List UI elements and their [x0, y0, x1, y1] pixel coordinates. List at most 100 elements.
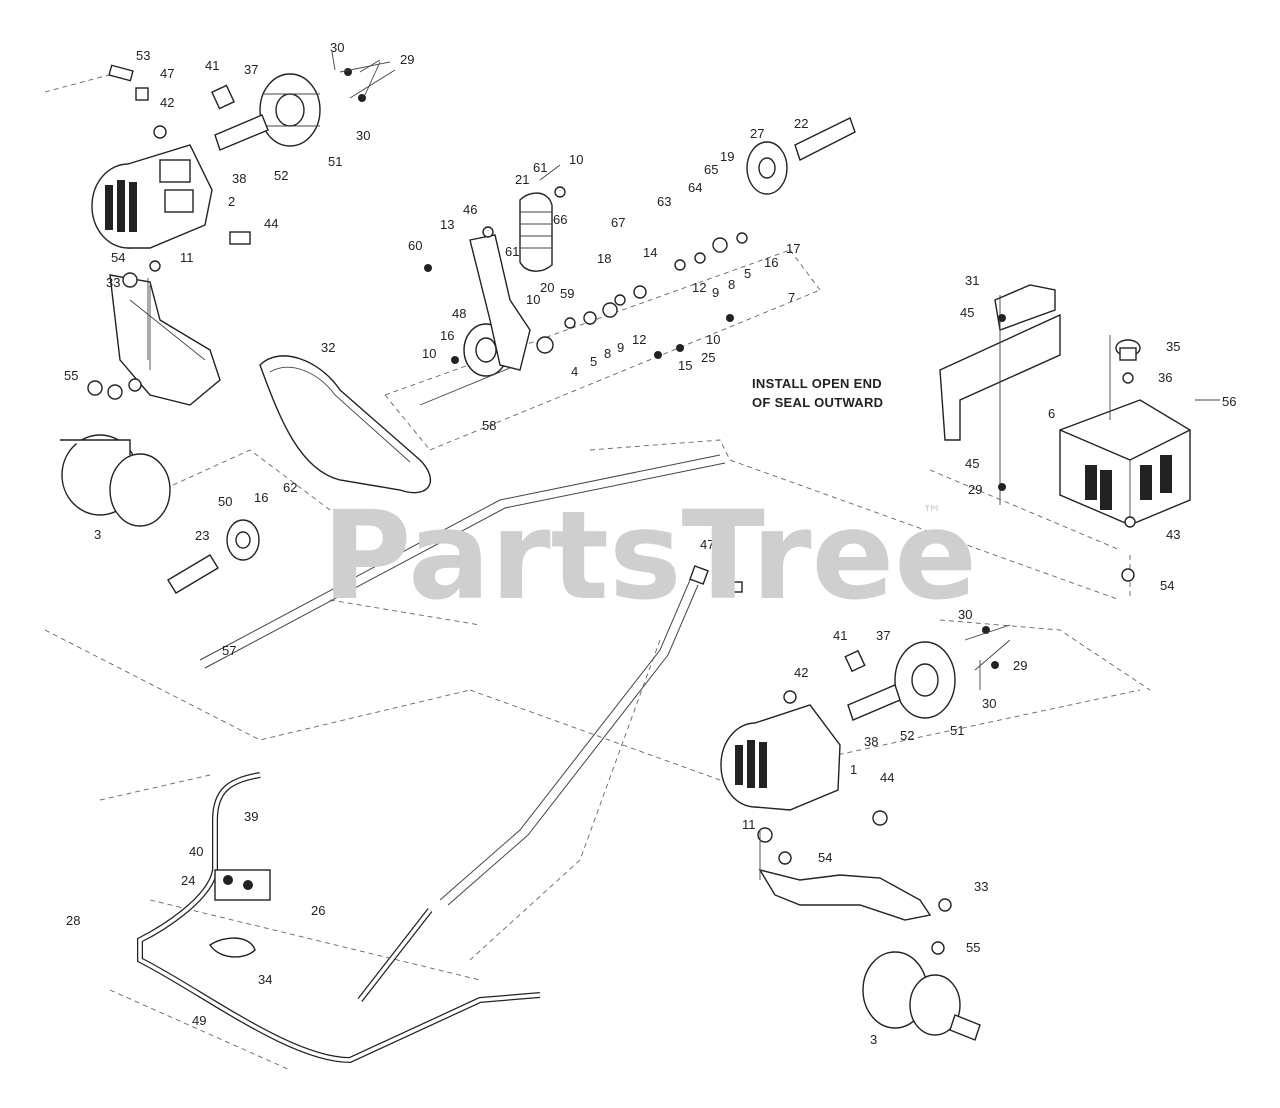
callout-79: 42	[794, 665, 808, 680]
callout-14: 54	[111, 250, 125, 265]
callout-17: 3	[94, 527, 101, 542]
callout-96: 34	[258, 972, 272, 987]
callout-80: 30	[982, 696, 996, 711]
callout-46: 16	[440, 328, 454, 343]
callout-12: 44	[264, 216, 278, 231]
callout-71: 23	[195, 528, 209, 543]
reservoir-assembly	[939, 284, 1220, 582]
callout-30: 67	[611, 215, 625, 230]
callout-69: 16	[254, 490, 268, 505]
callout-15: 33	[106, 275, 120, 290]
callout-52: 12	[632, 332, 646, 347]
callout-89: 55	[966, 940, 980, 955]
callout-38: 12	[692, 280, 706, 295]
callout-83: 51	[950, 723, 964, 738]
callout-labels: 53 47 41 37 30 29 42 30 51 52 38 2 44 11…	[64, 40, 1236, 1047]
assembly-guide-lines	[44, 71, 1151, 1071]
callout-1: 47	[160, 66, 174, 81]
callout-43: 59	[560, 286, 574, 301]
callout-76: 37	[876, 628, 890, 643]
watermark-trademark: ™	[922, 501, 942, 525]
callout-9: 52	[274, 168, 288, 183]
callout-6: 42	[160, 95, 174, 110]
callout-61: 36	[1158, 370, 1172, 385]
callout-26: 63	[657, 194, 671, 209]
callout-20: 10	[569, 152, 583, 167]
callout-59: 45	[960, 305, 974, 320]
callout-57: 32	[321, 340, 335, 355]
watermark-text: PartsTree	[322, 485, 977, 627]
callout-67: 54	[1160, 578, 1174, 593]
callout-18: 21	[515, 172, 529, 187]
callout-50: 8	[604, 346, 611, 361]
callout-82: 38	[864, 734, 878, 749]
callout-40: 8	[728, 277, 735, 292]
callout-66: 43	[1166, 527, 1180, 542]
callout-72: 47	[700, 537, 714, 552]
callout-90: 3	[870, 1032, 877, 1047]
callout-97: 49	[192, 1013, 206, 1028]
belt-and-pulleys	[167, 323, 509, 594]
callout-27: 46	[463, 202, 477, 217]
callout-73: 53	[767, 559, 781, 574]
callout-13: 11	[180, 250, 194, 265]
callout-36: 16	[764, 255, 778, 270]
callout-62: 56	[1222, 394, 1236, 409]
note-line-2: OF SEAL OUTWARD	[752, 395, 883, 410]
callout-77: 30	[958, 607, 972, 622]
callout-78: 29	[1013, 658, 1027, 673]
callout-32: 60	[408, 238, 422, 253]
callout-56: 58	[482, 418, 496, 433]
callout-3: 37	[244, 62, 258, 77]
callout-22: 22	[794, 116, 808, 131]
callout-19: 61	[533, 160, 547, 175]
callout-55: 25	[701, 350, 715, 365]
upper-left-bracket-and-motor	[60, 260, 221, 527]
callout-94: 26	[311, 903, 325, 918]
callout-68: 50	[218, 494, 232, 509]
upper-left-pump-assembly	[91, 61, 396, 249]
callout-8: 51	[328, 154, 342, 169]
callout-58: 31	[965, 273, 979, 288]
callout-21: 27	[750, 126, 764, 141]
callout-28: 13	[440, 217, 454, 232]
callout-2: 41	[205, 58, 219, 73]
callout-51: 9	[617, 340, 624, 355]
callout-7: 30	[356, 128, 370, 143]
callout-64: 45	[965, 456, 979, 471]
callout-63: 6	[1048, 406, 1055, 421]
lower-right-pump-assembly	[720, 624, 1011, 1041]
callout-84: 1	[850, 762, 857, 777]
callout-48: 4	[571, 364, 578, 379]
callout-60: 35	[1166, 339, 1180, 354]
callout-54: 15	[678, 358, 692, 373]
callout-93: 24	[181, 873, 195, 888]
tensioner-assembly	[419, 117, 856, 406]
callout-47: 10	[422, 346, 436, 361]
callout-91: 39	[244, 809, 258, 824]
callout-35: 17	[786, 241, 800, 256]
callout-88: 33	[974, 879, 988, 894]
callout-25: 64	[688, 180, 702, 195]
callout-39: 9	[712, 285, 719, 300]
note-line-1: INSTALL OPEN END	[752, 376, 882, 391]
callout-41: 5	[744, 266, 751, 281]
callout-0: 53	[136, 48, 150, 63]
fittings	[209, 565, 743, 958]
callout-87: 54	[818, 850, 832, 865]
callout-11: 2	[228, 194, 235, 209]
callout-70: 62	[283, 480, 297, 495]
callout-34: 18	[597, 251, 611, 266]
callout-74: 57	[222, 643, 236, 658]
callout-65: 29	[968, 482, 982, 497]
callout-29: 66	[553, 212, 567, 227]
callout-23: 19	[720, 149, 734, 164]
callout-75: 41	[833, 628, 847, 643]
callout-5: 29	[400, 52, 414, 67]
callout-24: 65	[704, 162, 718, 177]
callout-42: 20	[540, 280, 554, 295]
callout-31: 14	[643, 245, 657, 260]
callout-86: 11	[742, 817, 756, 832]
seal-install-note: INSTALL OPEN END OF SEAL OUTWARD	[752, 376, 883, 410]
